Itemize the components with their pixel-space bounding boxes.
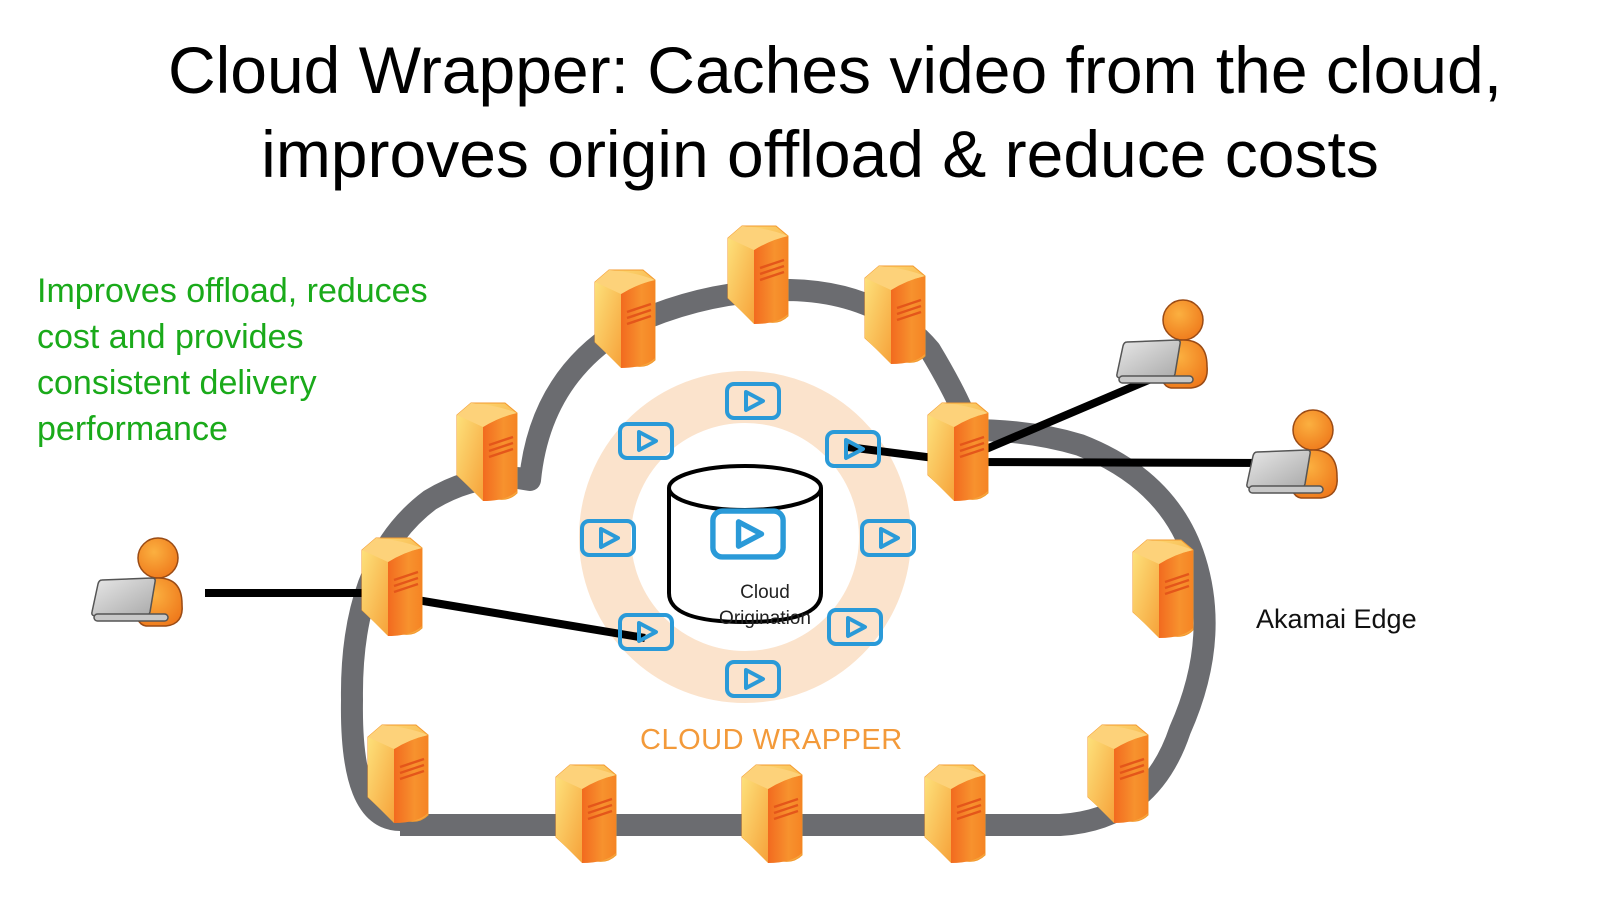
cloud-outline bbox=[340, 279, 1216, 836]
link-left-server-to-cache bbox=[404, 594, 646, 642]
origin-label-line-2: Origination bbox=[719, 608, 811, 629]
cloud-origination-database bbox=[667, 464, 823, 625]
user-with-laptop-icon bbox=[1116, 299, 1208, 389]
benefit-text: Improves offload, reduces cost and provi… bbox=[37, 268, 428, 452]
server-icon bbox=[726, 224, 790, 326]
user-with-laptop-icon bbox=[1246, 409, 1338, 499]
server-icon bbox=[740, 763, 804, 865]
akamai-edge-label: Akamai Edge bbox=[1256, 604, 1417, 634]
user-with-laptop-icon bbox=[91, 537, 183, 627]
title-line-1: Cloud Wrapper: Caches video from the clo… bbox=[167, 33, 1503, 107]
cloud-wrapper-label: CLOUD WRAPPER bbox=[640, 724, 903, 756]
benefit-line: Improves offload, reduces bbox=[37, 272, 428, 310]
server-icon bbox=[554, 763, 618, 865]
server-icon bbox=[923, 763, 987, 865]
title-line-2: improves origin offload & reduce costs bbox=[261, 117, 1379, 191]
server-icon bbox=[1131, 538, 1195, 640]
cloud-origination-label: Cloud Origination bbox=[690, 580, 840, 632]
benefit-line: consistent delivery bbox=[37, 364, 317, 402]
page-title: Cloud Wrapper: Caches video from the clo… bbox=[0, 28, 1600, 196]
server-icon bbox=[863, 264, 927, 366]
link-right-server-user2 bbox=[964, 458, 1273, 467]
origin-label-line-1: Cloud bbox=[740, 582, 790, 603]
server-icon bbox=[926, 401, 990, 503]
server-icon bbox=[360, 536, 424, 638]
link-right-server-user1 bbox=[963, 372, 1160, 462]
benefit-line: performance bbox=[37, 410, 228, 448]
benefit-line: cost and provides bbox=[37, 318, 304, 356]
